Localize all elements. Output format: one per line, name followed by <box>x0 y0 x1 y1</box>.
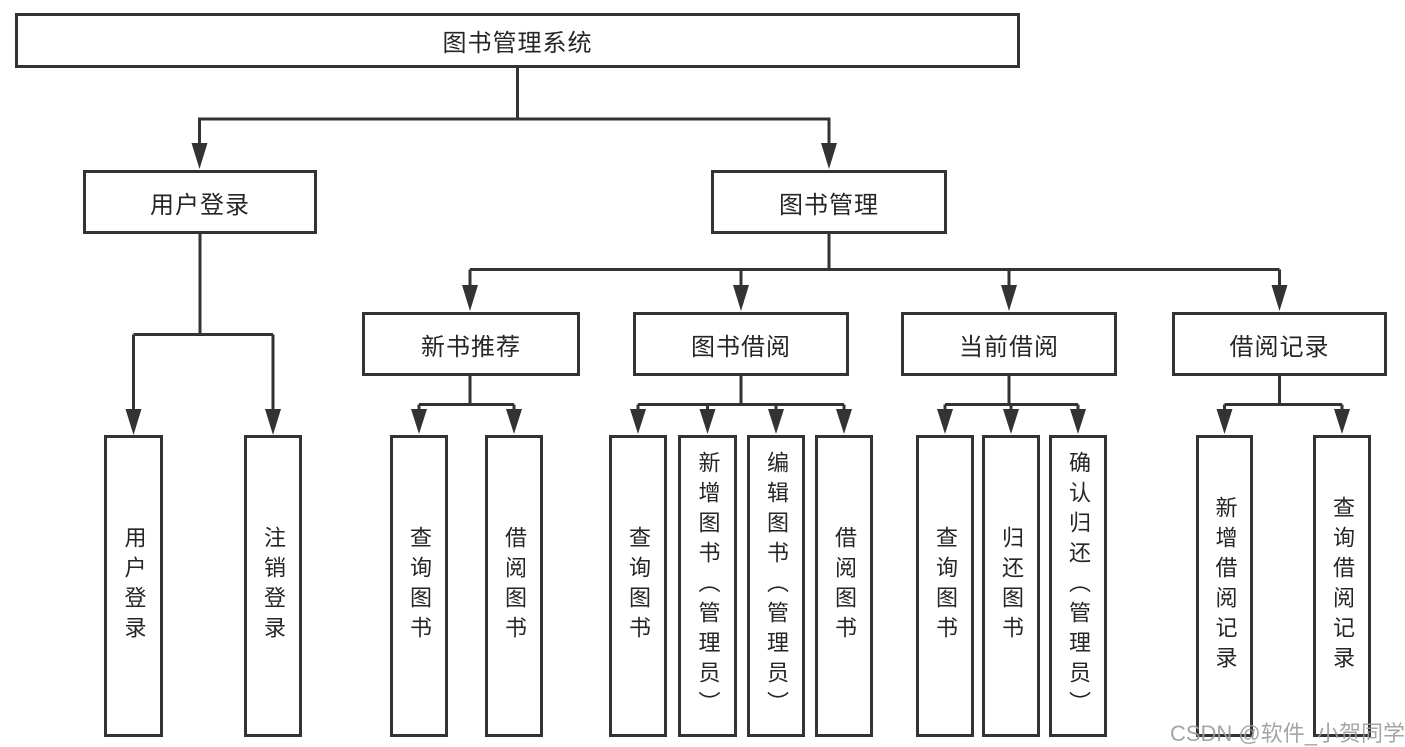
leaf-query-borrow-record: 查询借阅记录 <box>1313 435 1371 737</box>
leaf-borrow-book-recommend: 借阅图书 <box>485 435 543 737</box>
leaf-add-borrow-record: 新增借阅记录 <box>1196 435 1253 737</box>
leaf-return-book-label: 归还图书 <box>999 526 1024 646</box>
leaf-edit-book-admin: 编辑图书（管理员） <box>747 435 805 737</box>
leaf-query-borrow-record-label: 查询借阅记录 <box>1330 496 1355 676</box>
leaf-add-borrow-record-label: 新增借阅记录 <box>1212 496 1238 676</box>
node-root: 图书管理系统 <box>15 13 1020 68</box>
leaf-borrow-book: 借阅图书 <box>815 435 873 737</box>
leaf-user-login-label: 用户登录 <box>121 526 147 646</box>
leaf-borrow-book-recommend-label: 借阅图书 <box>502 526 527 646</box>
leaf-logout-login-label: 注销登录 <box>261 526 286 646</box>
node-book-borrow: 图书借阅 <box>633 312 849 376</box>
leaf-borrow-book-label: 借阅图书 <box>832 526 857 646</box>
leaf-query-book-current-label: 查询图书 <box>933 526 958 646</box>
node-user-login: 用户登录 <box>83 170 317 234</box>
leaf-user-login: 用户登录 <box>104 435 163 737</box>
leaf-return-book: 归还图书 <box>982 435 1040 737</box>
leaf-add-book-admin-label: 新增图书（管理员） <box>695 451 721 721</box>
leaf-add-book-admin: 新增图书（管理员） <box>678 435 737 737</box>
csdn-watermark: CSDN @软件_小贺同学 <box>1169 721 1405 746</box>
node-book-management: 图书管理 <box>711 170 947 234</box>
leaf-query-book-current: 查询图书 <box>916 435 974 737</box>
node-borrow-record: 借阅记录 <box>1172 312 1387 376</box>
node-new-book-recommend: 新书推荐 <box>362 312 580 376</box>
leaf-query-book-recommend: 查询图书 <box>390 435 448 737</box>
leaf-confirm-return-admin-label: 确认归还（管理员） <box>1066 451 1091 721</box>
leaf-query-book-borrow: 查询图书 <box>609 435 667 737</box>
leaf-confirm-return-admin: 确认归还（管理员） <box>1049 435 1107 737</box>
node-current-borrow: 当前借阅 <box>901 312 1117 376</box>
leaf-query-book-borrow-label: 查询图书 <box>626 526 651 646</box>
leaf-edit-book-admin-label: 编辑图书（管理员） <box>764 451 789 721</box>
leaf-query-book-recommend-label: 查询图书 <box>407 526 432 646</box>
leaf-logout-login: 注销登录 <box>244 435 302 737</box>
